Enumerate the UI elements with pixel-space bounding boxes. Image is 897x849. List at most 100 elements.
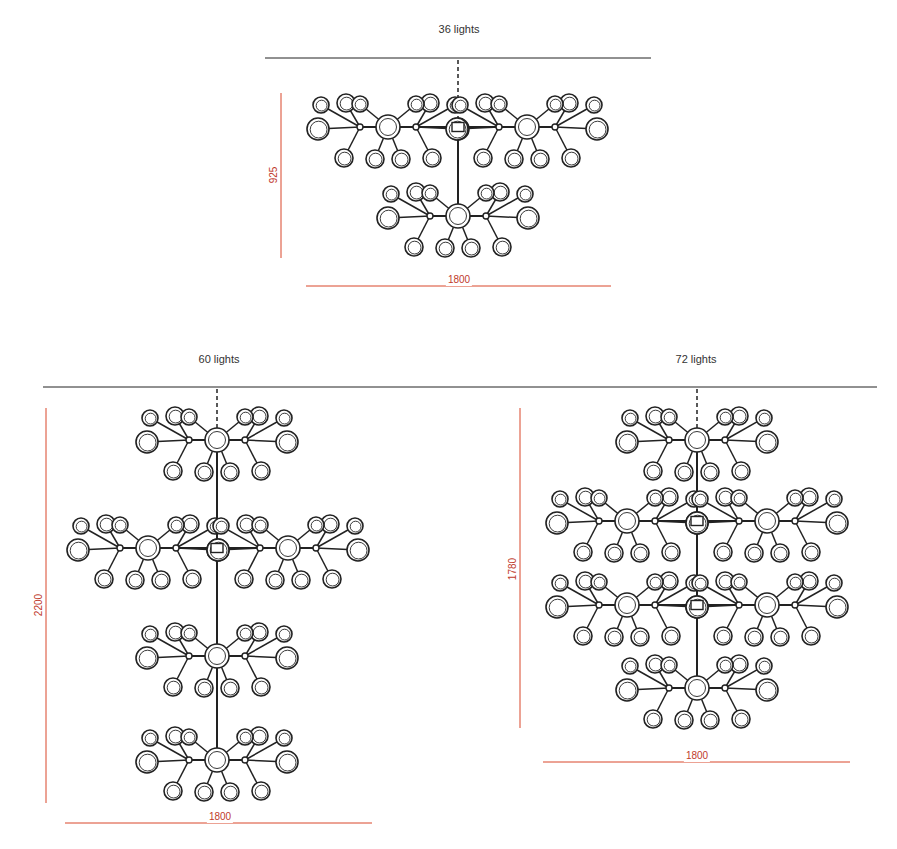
- light-globe: [552, 491, 568, 507]
- sub-hub: [186, 757, 192, 763]
- light-globe-inner: [240, 518, 253, 531]
- light-globe: [745, 544, 763, 562]
- light-globe: [622, 658, 638, 674]
- light-globe-inner: [279, 413, 290, 424]
- light-globe: [826, 575, 842, 591]
- light-globe: [347, 539, 369, 561]
- light-globe-inner: [759, 682, 776, 699]
- light-globe-inner: [355, 99, 366, 110]
- cluster-hub: [755, 593, 779, 617]
- light-globe-inner: [790, 577, 801, 588]
- light-globe: [142, 410, 158, 426]
- light-globe-inner: [169, 730, 182, 743]
- light-globe: [126, 571, 144, 589]
- fixture-frame: [148, 127, 767, 760]
- light-globe: [95, 570, 113, 588]
- sub-hub: [722, 437, 728, 443]
- light-globe-inner: [759, 434, 776, 451]
- light-globe: [531, 150, 549, 168]
- light-globe-inner: [720, 412, 731, 423]
- cluster-hub-inner: [689, 432, 706, 449]
- cluster-hub: [376, 115, 400, 139]
- light-globe: [714, 627, 732, 645]
- light-globe: [756, 410, 772, 426]
- light-globe: [493, 238, 511, 256]
- light-globe-inner: [634, 631, 647, 644]
- cluster-hub-inner: [380, 119, 397, 136]
- light-globe-inner: [790, 493, 801, 504]
- light-globe: [164, 782, 182, 800]
- light-cluster: [546, 572, 708, 646]
- light-globe-inner: [167, 785, 180, 798]
- light-globe-inner: [167, 465, 180, 478]
- light-globe: [447, 118, 469, 140]
- light-globe-inner: [494, 186, 507, 199]
- light-globe: [307, 118, 329, 140]
- sub-hub: [792, 518, 798, 524]
- light-globe: [562, 149, 580, 167]
- cluster-hub: [276, 536, 300, 560]
- cluster-hub: [515, 115, 539, 139]
- cluster-hub: [205, 644, 229, 668]
- light-globe: [181, 625, 197, 641]
- dimension-label: 1780: [507, 556, 519, 582]
- light-globe: [714, 543, 732, 561]
- light-globe: [478, 185, 494, 201]
- light-globe: [276, 647, 298, 669]
- light-globe-inner: [577, 546, 590, 559]
- light-globe-inner: [240, 412, 251, 423]
- light-globe-inner: [678, 714, 691, 727]
- light-globe-inner: [748, 631, 761, 644]
- light-globe: [276, 431, 298, 453]
- light-globe-inner: [167, 681, 180, 694]
- light-globe-inner: [494, 99, 505, 110]
- sub-hub: [117, 545, 123, 551]
- light-globe-inner: [563, 97, 576, 110]
- light-globe: [183, 570, 201, 588]
- light-globe: [675, 463, 693, 481]
- light-globe: [686, 596, 708, 618]
- light-globe-inner: [139, 754, 156, 771]
- light-globe: [352, 96, 368, 112]
- light-globe-inner: [664, 412, 675, 423]
- light-cluster: [207, 515, 369, 589]
- light-globe-inner: [253, 410, 266, 423]
- light-globe: [586, 97, 602, 113]
- light-globe: [686, 512, 708, 534]
- light-globe: [662, 543, 680, 561]
- light-globe: [787, 490, 803, 506]
- ceiling-and-dimensions: [43, 58, 877, 823]
- light-globe-inner: [481, 188, 492, 199]
- light-globe-inner: [748, 547, 761, 560]
- cluster-hub: [685, 676, 709, 700]
- light-globe-inner: [649, 658, 662, 671]
- light-globe: [756, 658, 772, 674]
- light-globe-inner: [145, 629, 156, 640]
- light-globe-inner: [171, 520, 182, 531]
- light-globe: [644, 462, 662, 480]
- variant-title: 60 lights: [197, 353, 242, 366]
- light-cluster: [446, 94, 608, 168]
- light-globe: [392, 150, 410, 168]
- light-globe: [276, 410, 292, 426]
- cluster-hub: [615, 509, 639, 533]
- sub-hub: [552, 124, 558, 130]
- light-globe: [408, 96, 424, 112]
- light-globe-inner: [550, 99, 561, 110]
- light-globe-inner: [70, 542, 87, 559]
- light-globe-inner: [508, 153, 521, 166]
- light-globe: [605, 544, 623, 562]
- light-globe: [591, 490, 607, 506]
- dimension-line: [281, 93, 282, 258]
- light-globe: [422, 185, 438, 201]
- light-globe: [732, 462, 750, 480]
- light-globe-inner: [240, 732, 251, 743]
- light-globe-inner: [316, 100, 327, 111]
- light-globe-inner: [224, 466, 237, 479]
- light-globe: [252, 462, 270, 480]
- light-globe-inner: [805, 546, 818, 559]
- light-globe: [237, 625, 253, 641]
- light-globe: [826, 491, 842, 507]
- light-globe: [195, 783, 213, 801]
- light-globe: [661, 657, 677, 673]
